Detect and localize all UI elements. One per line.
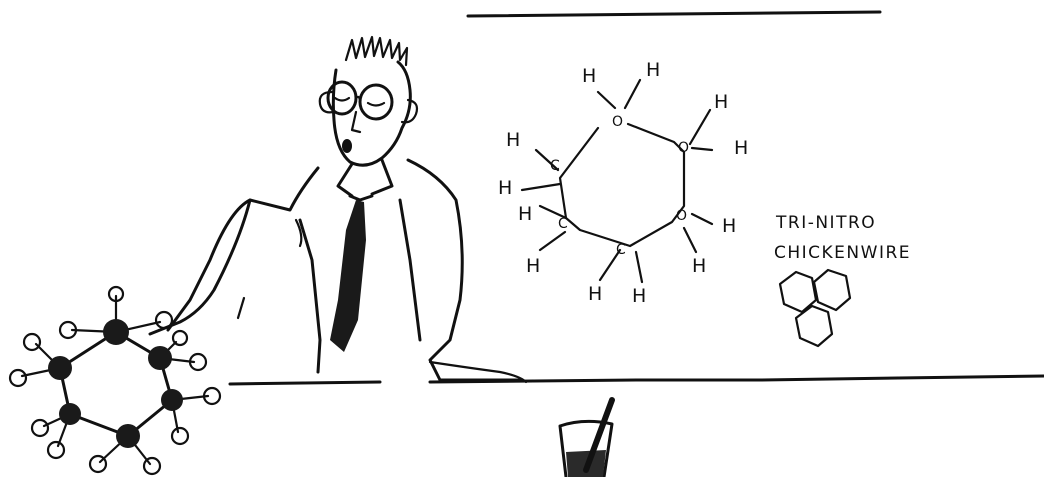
caption-line-2: CHICKENWIRE <box>774 243 911 263</box>
professor-head <box>331 60 412 167</box>
formula-oxygen: O <box>612 114 623 130</box>
formula-hydrogen: H <box>722 215 736 237</box>
formula-hydrogen: H <box>692 255 706 277</box>
model-carbon-atom <box>161 389 183 411</box>
professor-eye-right <box>366 101 386 107</box>
model-hydrogen-atom <box>22 332 42 352</box>
professor-glasses-bridge <box>354 95 362 102</box>
professor-glasses-right <box>358 83 394 121</box>
professor-nose <box>350 110 362 134</box>
formula-hydrogen: H <box>632 285 646 307</box>
model-hydrogen-atom <box>171 329 189 347</box>
model-hydrogen-atom <box>154 310 174 330</box>
formula-carbon: C <box>558 216 568 232</box>
beaker <box>558 397 615 477</box>
model-carbon-atom <box>103 319 129 345</box>
formula-oxygen: O <box>676 208 687 224</box>
formula-oxygen: O <box>678 140 689 156</box>
formula-hydrogen: H <box>506 129 520 151</box>
professor-left-arm <box>148 198 252 336</box>
model-carbon-atom <box>148 346 172 370</box>
model-hydrogen-atom <box>30 418 50 438</box>
professor-right-hand <box>428 360 528 384</box>
model-hydrogen-atom <box>8 368 28 388</box>
professor-eye-left <box>333 96 351 102</box>
formula-h-bonds <box>520 78 714 284</box>
formula-hydrogen: H <box>588 283 602 305</box>
formula-ring-bonds <box>558 122 686 248</box>
formula-hydrogen: H <box>734 137 748 159</box>
professor-hair <box>344 35 409 67</box>
professor-tie <box>330 200 366 352</box>
professor-lapel <box>294 218 303 248</box>
formula-hydrogen: H <box>646 59 660 81</box>
caption-line-1: TRI-NITRO <box>775 213 876 233</box>
model-hydrogen-atom <box>58 320 78 340</box>
model-carbon-atom <box>48 356 72 380</box>
model-hydrogen-atom <box>142 456 162 476</box>
hexagon <box>812 268 852 312</box>
professor-left-ear <box>318 90 335 114</box>
table-edge <box>228 374 1044 386</box>
model-carbon-atom <box>116 424 140 448</box>
formula-hydrogen: H <box>582 65 596 87</box>
hexagon <box>778 270 818 314</box>
stirring-rod <box>583 397 615 473</box>
structural-formula: H H H H H H H H H H H H O O O C C C <box>498 59 748 307</box>
model-hydrogen-atom <box>46 440 66 460</box>
formula-hydrogen: H <box>498 177 512 199</box>
model-hydrogen-atom <box>202 386 222 406</box>
formula-carbon: C <box>550 158 560 174</box>
chickenwire-hexagons <box>778 268 852 348</box>
model-hydrogen-atom <box>88 454 108 474</box>
formula-hydrogen: H <box>526 255 540 277</box>
formula-carbon: C <box>616 242 626 258</box>
model-carbon-atom <box>59 403 81 425</box>
professor-collar <box>336 158 394 202</box>
professor-figure <box>148 35 528 384</box>
professor-right-ear <box>400 98 419 124</box>
model-hydrogen-atom <box>170 426 190 446</box>
molecule-model <box>8 285 222 476</box>
formula-hydrogen: H <box>714 91 728 113</box>
model-hydrogen-atom <box>188 352 208 372</box>
hexagon <box>794 304 834 348</box>
beaker-glass <box>558 419 614 477</box>
professor-mouth <box>342 139 352 153</box>
board-top-rule <box>466 10 882 18</box>
formula-hydrogen: H <box>518 203 532 225</box>
model-hydrogen-atom <box>107 285 125 303</box>
professor-pocket-line <box>236 296 246 320</box>
